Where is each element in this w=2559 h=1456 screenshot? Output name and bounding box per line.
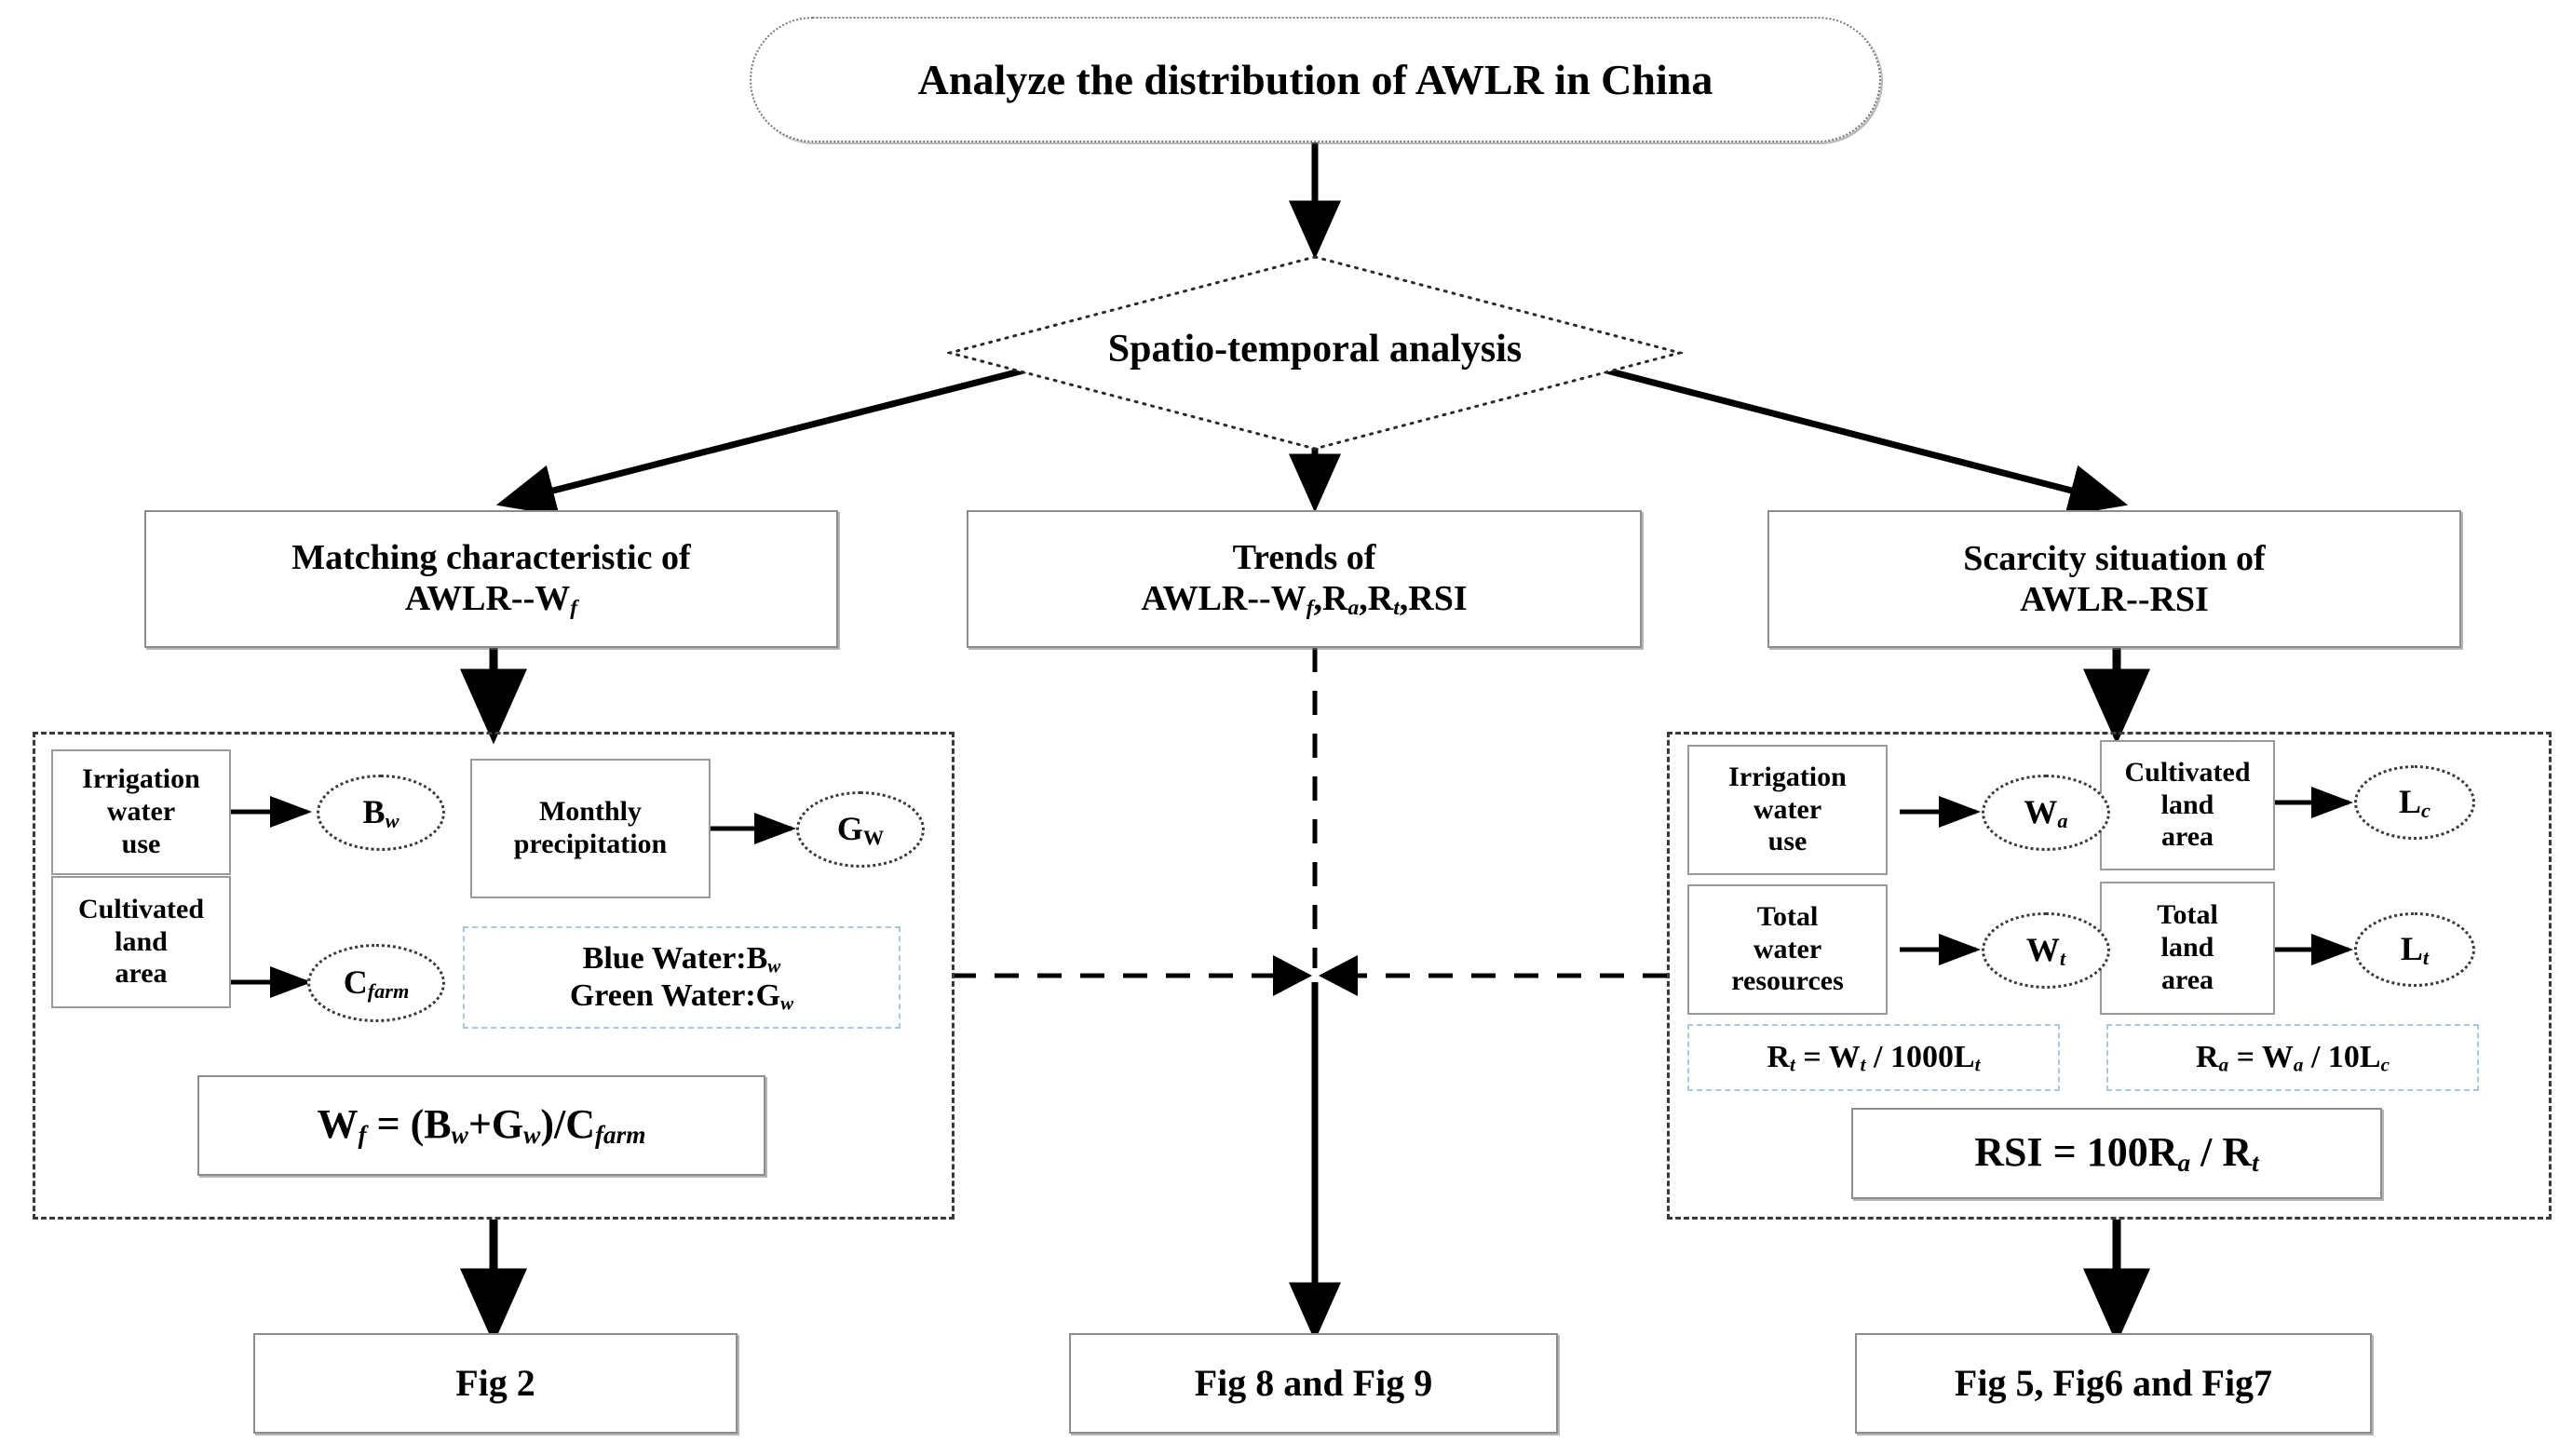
- variable-bw-text: Bw: [362, 792, 399, 832]
- variable-ellipse-lc: Lc: [2354, 765, 2475, 840]
- arrowhead-left-to-spine: [1273, 955, 1312, 996]
- input-box-r-cultivated-land-area: Cultivated land area: [2100, 740, 2275, 870]
- variable-wt-text: Wt: [2025, 930, 2066, 970]
- arrowhead-right-to-spine: [1319, 955, 1358, 996]
- branch-box-matching: Matching characteristic of AWLR--Wf: [144, 510, 838, 648]
- legend-line-green-water: Green Water:Gw: [569, 978, 794, 1015]
- input-line: land: [115, 925, 168, 957]
- output-fig2-label: Fig 2: [455, 1361, 535, 1404]
- input-line: area: [2160, 821, 2214, 853]
- input-line: water: [1753, 933, 1822, 964]
- input-line: use: [121, 828, 161, 859]
- input-line: Cultivated: [78, 893, 204, 924]
- input-line: precipitation: [513, 829, 668, 859]
- branch-matching-line2-sub: f: [570, 595, 578, 620]
- decision-diamond-shape: [944, 255, 1686, 451]
- formula-box-wf: Wf = (Bw+Gw)/Cfarm: [197, 1075, 765, 1176]
- formula-rsi-text: RSI = 100Ra / Rt: [1974, 1129, 2259, 1178]
- branch-matching-line2: AWLR--Wf: [405, 578, 577, 622]
- output-fig567-label: Fig 5, Fig6 and Fig7: [1954, 1361, 2273, 1404]
- formula-rt-text: Rt = Wt / 1000Lt: [1767, 1039, 1981, 1076]
- input-line: use: [1767, 826, 1808, 857]
- left-panel-container: [33, 732, 955, 1220]
- variable-ellipse-cfarm: Cfarm: [307, 944, 445, 1022]
- variable-ellipse-wt: Wt: [1982, 912, 2110, 989]
- branch-trends-prefix: AWLR--W: [1141, 578, 1307, 618]
- output-box-fig8-fig9: Fig 8 and Fig 9: [1069, 1333, 1558, 1434]
- output-box-fig2: Fig 2: [253, 1333, 738, 1434]
- input-line: Irrigation: [82, 763, 200, 795]
- formula-box-rsi: RSI = 100Ra / Rt: [1851, 1108, 2382, 1199]
- branch-trends-sub-f: f: [1306, 595, 1314, 620]
- branch-box-scarcity: Scarcity situation of AWLR--RSI: [1767, 510, 2461, 648]
- input-line: land: [2160, 789, 2214, 820]
- input-line: area: [2160, 964, 2214, 995]
- input-box-monthly-precipitation: Monthly precipitation: [470, 759, 711, 898]
- input-line: water: [106, 796, 176, 828]
- title-label: Analyze the distribution of AWLR in Chin…: [917, 55, 1713, 103]
- input-line: area: [115, 958, 168, 990]
- branch-trends-rest1: ,R: [1313, 578, 1348, 618]
- formula-ra-text: Ra = Wa / 10Lc: [2196, 1039, 2390, 1076]
- decision-diamond: Spatio-temporal analysis: [944, 254, 1686, 452]
- branch-scarcity-line1: Scarcity situation of: [1963, 538, 2266, 578]
- branch-scarcity-line2: AWLR--RSI: [2020, 580, 2209, 619]
- right-panel-container: [1667, 732, 2552, 1220]
- formula-wf-text: Wf = (Bw+Gw)/Cfarm: [317, 1101, 646, 1150]
- input-line: Total: [2157, 899, 2218, 931]
- input-line: Cultivated: [2124, 756, 2251, 788]
- input-box-total-land-area: Total land area: [2100, 882, 2275, 1015]
- decision-label: Spatio-temporal analysis: [1107, 328, 1523, 371]
- variable-ellipse-gw: GW: [796, 791, 925, 868]
- branch-box-trends: Trends of AWLR--Wf,Ra,Rt,RSI: [967, 510, 1642, 648]
- variable-cfarm-text: Cfarm: [343, 963, 410, 1003]
- branch-trends-rest2: ,R: [1359, 578, 1394, 618]
- input-box-r-irrigation-water-use: Irrigation water use: [1687, 745, 1888, 875]
- title-box: Analyze the distribution of AWLR in Chin…: [750, 17, 1881, 142]
- input-line: Monthly: [538, 796, 642, 828]
- branch-trends-line2: AWLR--Wf,Ra,Rt,RSI: [1141, 578, 1467, 622]
- variable-gw-text: GW: [836, 809, 885, 849]
- branch-trends-rest3: ,RSI: [1399, 578, 1468, 618]
- branch-matching-line2-prefix: AWLR--W: [404, 578, 571, 618]
- input-box-irrigation-water-use: Irrigation water use: [51, 749, 231, 875]
- legend-box-water-definitions: Blue Water:Bw Green Water:Gw: [463, 926, 900, 1029]
- branch-trends-line1: Trends of: [1232, 537, 1376, 577]
- formula-box-ra: Ra = Wa / 10Lc: [2106, 1024, 2479, 1091]
- legend-line-blue-water: Blue Water:Bw: [582, 940, 781, 977]
- branch-trends-sub-t: t: [1393, 595, 1400, 620]
- variable-wa-text: Wa: [2024, 792, 2068, 832]
- variable-lt-text: Lt: [2400, 929, 2430, 969]
- variable-ellipse-lt: Lt: [2354, 912, 2475, 987]
- input-line: water: [1753, 793, 1822, 825]
- branch-trends-sub-a: a: [1347, 595, 1360, 620]
- input-box-cultivated-land-area: Cultivated land area: [51, 876, 231, 1008]
- variable-ellipse-bw: Bw: [317, 775, 445, 851]
- variable-lc-text: Lc: [2399, 782, 2430, 822]
- output-fig89-label: Fig 8 and Fig 9: [1194, 1361, 1433, 1404]
- input-box-total-water-resources: Total water resources: [1687, 884, 1888, 1015]
- variable-ellipse-wa: Wa: [1982, 775, 2110, 851]
- input-line: land: [2160, 932, 2214, 964]
- output-box-fig5-fig6-fig7: Fig 5, Fig6 and Fig7: [1855, 1333, 2372, 1434]
- input-line: resources: [1731, 965, 1844, 997]
- branch-matching-line1: Matching characteristic of: [291, 537, 691, 577]
- formula-box-rt: Rt = Wt / 1000Lt: [1687, 1024, 2060, 1091]
- input-line: Total: [1756, 900, 1819, 932]
- input-line: Irrigation: [1728, 761, 1847, 792]
